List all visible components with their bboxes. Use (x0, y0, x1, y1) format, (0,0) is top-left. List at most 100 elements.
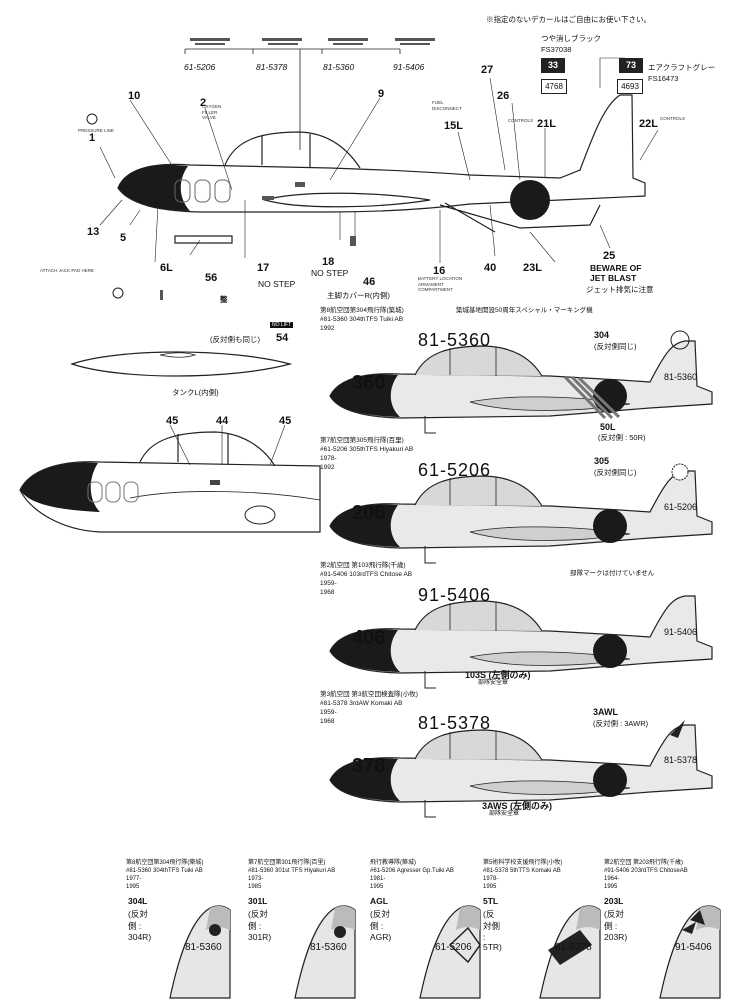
tail-1-code: 304L (128, 896, 148, 906)
profile-3-tail-serial: 91-5406 (664, 627, 698, 637)
callout-22l: 22L (639, 118, 658, 130)
profile-2-serial: 61-5206 (418, 460, 492, 480)
tail-5-serial: 91-5406 (675, 942, 712, 953)
callout-45a: 45 (166, 415, 179, 427)
tank-inner-label: タンクL(内側) (172, 388, 219, 397)
tail-1-years: 1977-1995 (126, 876, 142, 890)
profile-2-caption-en: #61-5206 305thTFS Hiyakuri AB (320, 446, 414, 453)
tail-2-caption-jp: 第7航空団第301飛行隊(百里) (248, 860, 326, 866)
profile-4-mark: 3AWL (593, 707, 619, 717)
callout-10: 10 (128, 90, 141, 102)
profile-2-tail-serial: 61-5206 (664, 502, 698, 512)
main-aircraft-drawing (86, 38, 659, 300)
callout-44: 44 (216, 415, 229, 427)
callout-2: 2 (200, 97, 207, 109)
tail-2-caption-en: #81-5360 301st TFS Hiyakuri AB (248, 868, 336, 874)
profile-3-caption-jp: 第2航空団 第103飛行隊(千歳) (320, 562, 406, 569)
tail-4-code: 5TL (483, 896, 499, 906)
top-serial-2: 81-5378 (256, 62, 288, 72)
profile-4-extra: 3AWS (左側のみ) (482, 801, 553, 811)
tail-4-caption-en: #81-5378 5thTTS Komaki AB (483, 868, 561, 874)
oxygen-filler-stencil: OXYGEN FILLER VALVE (202, 104, 222, 120)
profile-1-nose: 360 (352, 372, 386, 394)
tail-2-opp: (反対側 : 301R) (248, 909, 272, 942)
tail-4-caption-jp: 第5術科学校支援飛行隊(小牧) (483, 860, 563, 866)
opposite-same-label: (反対側も同じ) (210, 335, 260, 344)
callout-40: 40 (484, 262, 497, 274)
tail-1-serial: 81-5360 (185, 942, 222, 953)
beware-line-1: BEWARE OF (590, 263, 642, 273)
tail-3-opp: (反対側 : AGR) (370, 909, 392, 942)
profile-4-mark-opp: (反対側 : 3AWR) (593, 719, 649, 728)
tank-and-nose-drawing (19, 351, 321, 533)
callout-23l: 23L (523, 262, 542, 274)
callout-56: 56 (205, 272, 218, 284)
profile-1-extra: 50L (600, 422, 616, 432)
tail-5-caption-en: #91-5406 203rdTFS ChitoseAB (604, 868, 688, 874)
tail-3-caption-en: #61-5206 Agresser Gp.Tuiki AB (370, 868, 454, 874)
flat-black-code: 33 (541, 58, 565, 73)
profile-4-caption-jp: 第3航空団 第3航空団検査隊(小牧) (320, 691, 418, 698)
profile-1-tail-serial: 81-5360 (664, 372, 698, 382)
tail-3-years: 1981-1995 (370, 876, 386, 890)
profile-1-years: 1992 (320, 325, 335, 332)
flat-black-fs: FS37038 (541, 45, 572, 54)
profile-aircraft-drawings (329, 330, 713, 818)
gray-label: エアクラフトグレー (648, 63, 716, 72)
tail-4-years: 1978-1995 (483, 876, 499, 890)
tail-5-code: 203L (604, 896, 624, 906)
profile-2-years: 1978-1992 (320, 455, 337, 471)
tail-5-years: 1964-1995 (604, 876, 620, 890)
callout-16: 16 (433, 265, 446, 277)
callout-13: 13 (87, 226, 100, 238)
pressure-line-stencil: PRESSURE LINE (78, 128, 115, 133)
callout-9: 9 (378, 88, 385, 100)
callout-1: 1 (89, 132, 96, 144)
callout-54: 54 (276, 332, 289, 344)
profile-4-nose: 378 (352, 755, 386, 777)
profile-1-extra-opp: (反対側 : 50R) (598, 433, 646, 442)
profile-1-serial: 81-5360 (418, 330, 492, 350)
callout-17: 17 (257, 262, 270, 274)
tail-1-caption-en: #81-5360 304thTFS Tuiki AB (126, 868, 203, 874)
profile-2-mark: 305 (594, 456, 610, 466)
callout-6l: 6L (160, 262, 173, 274)
top-serial-1: 61-5206 (184, 62, 216, 72)
unit-mark-kanji: 整 (220, 295, 228, 304)
beware-line-2: JET BLAST (590, 273, 637, 283)
callout-15l: 15L (444, 120, 463, 132)
callout-25: 25 (603, 250, 616, 262)
tail-5-opp: (反対側 : 203R) (604, 909, 628, 942)
fuel-disconnect-stencil: FUEL DISCONNECT (432, 100, 462, 111)
profile-1-caption-en: #81-5360 304thTFS Tuiki AB (320, 316, 404, 323)
controls-stencil-r: CONTROLS (660, 116, 686, 121)
profile-1-special: 築城基地開設50周年スペシャル・マーキング機 (456, 307, 593, 314)
tail-1-caption-jp: 第8航空団第304飛行隊(築城) (126, 860, 204, 866)
profile-2-nose: 206 (352, 502, 386, 524)
callout-21l: 21L (537, 118, 556, 130)
gray-code: 73 (619, 58, 643, 73)
controls-stencil-l: CONTROLS (508, 118, 534, 123)
beware-jp: ジェット排気に注意 (586, 285, 654, 294)
top-serial-4: 91-5406 (393, 62, 425, 72)
profile-1-mark-opp: (反対側同じ) (594, 342, 637, 351)
gray-fs: FS16473 (648, 74, 679, 83)
no-step-1: NO STEP (258, 279, 296, 289)
profile-1-mark: 304 (594, 330, 610, 340)
callout-26: 26 (497, 90, 510, 102)
profile-2-mark-opp: (反対側同じ) (594, 468, 637, 477)
profile-2-caption-jp: 第7航空団第305飛行隊(百里) (320, 437, 404, 444)
no-lift-stencil: NO LIFT (270, 322, 294, 328)
attach-jack-stencil: ATTACH JACK PAD HERE (40, 268, 95, 273)
callout-45b: 45 (279, 415, 292, 427)
tail-2-code: 301L (248, 896, 268, 906)
flat-black-label: つや消しブラック (541, 34, 601, 43)
profile-3-note: 部隊マークは付けていません (570, 570, 655, 577)
callout-46: 46 (363, 276, 376, 288)
profile-4-serial: 81-5378 (418, 713, 492, 733)
profile-4-caption-en: #81-5378 3rdAW Komaki AB (320, 700, 403, 707)
tail-4-serial: 81-5378 (555, 942, 592, 953)
profile-1-caption-jp: 第8航空団第304飛行隊(築城) (320, 307, 404, 314)
decal-note: ※指定のないデカールはご自由にお使い下さい。 (486, 15, 651, 24)
profile-3-serial: 91-5406 (418, 585, 492, 605)
